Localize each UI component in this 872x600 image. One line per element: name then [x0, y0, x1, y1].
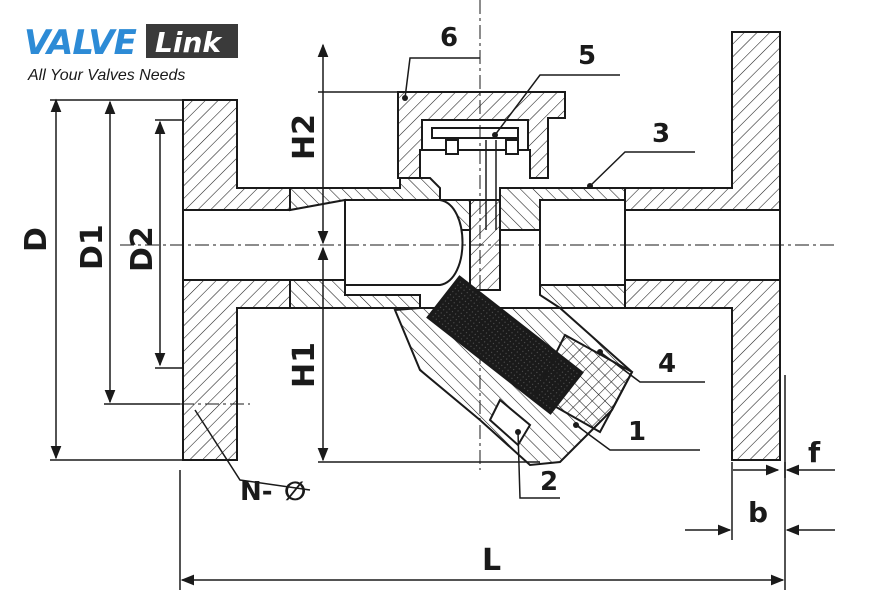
part-number-1: 1	[628, 417, 646, 447]
dimension-lines	[50, 43, 835, 590]
part-number-3: 3	[652, 119, 670, 149]
logo-brand-box	[146, 24, 238, 58]
dim-label-H2: H2	[287, 114, 322, 160]
dim-label-f: f	[808, 436, 821, 469]
dim-label-D: D	[19, 227, 54, 252]
logo-brand: VALVE Link	[24, 23, 238, 63]
logo-brand-right: Link	[155, 26, 223, 59]
part-leader-dots	[402, 95, 603, 435]
dim-label-N: N-	[240, 477, 273, 507]
dim-label-D1: D1	[75, 224, 110, 270]
part-number-2: 2	[540, 467, 558, 497]
dim-label-D2: D2	[125, 226, 160, 272]
centre-lines	[120, 0, 838, 470]
dim-label-phi: ∅	[284, 477, 306, 507]
logo: VALVE Link All Your Valves Needs	[24, 23, 238, 84]
dim-label-H1: H1	[287, 342, 322, 388]
part-number-6: 6	[440, 23, 458, 53]
dimension-labels: D D1 D2 H2 H1 L b f N- ∅	[19, 114, 821, 578]
dim-label-L: L	[482, 543, 501, 578]
disc	[431, 127, 519, 230]
logo-tagline: All Your Valves Needs	[27, 67, 185, 84]
strainer-pocket	[393, 275, 634, 467]
dim-label-b: b	[748, 496, 768, 529]
part-number-5: 5	[578, 41, 596, 71]
valve-body	[289, 177, 626, 309]
left-flange	[182, 99, 291, 461]
part-leaders	[404, 57, 705, 499]
logo-brand-left: VALVE	[24, 23, 137, 63]
part-numbers: 6 5 3 4 1 2	[440, 23, 676, 497]
right-flange	[624, 31, 781, 461]
part-number-4: 4	[658, 349, 676, 379]
